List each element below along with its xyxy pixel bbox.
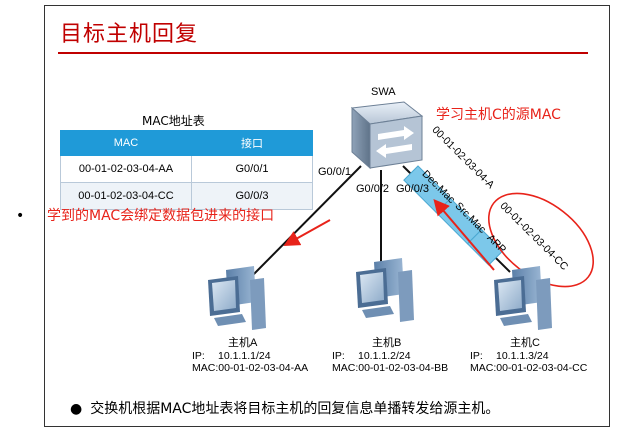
switch-icon — [350, 101, 424, 170]
footer-bullet: ● — [70, 401, 83, 417]
table-cell-mac: 00-01-02-03-04-CC — [60, 182, 192, 210]
footer-text: 交换机根据MAC地址表将目标主机的回复信息单播转发给源主机。 — [90, 401, 500, 417]
footer-note: ● 交换机根据MAC地址表将目标主机的回复信息单播转发给源主机。 — [70, 398, 499, 418]
table-row: 00-01-02-03-04-CC G0/0/3 — [60, 182, 313, 210]
port-column-header: 接口 — [191, 130, 313, 156]
slide-frame — [44, 5, 610, 427]
host-a-name: 主机A — [228, 337, 258, 349]
host-c-ip: 10.1.1.3/24 — [496, 350, 549, 362]
port-label-g001: G0/0/1 — [318, 166, 352, 178]
side-bullet: • — [16, 208, 25, 224]
host-a-icon — [208, 266, 266, 330]
host-a-info: IP: 10.1.1.1/24 MAC:00-01-02-03-04-AA — [192, 350, 308, 374]
title-divider — [58, 52, 588, 54]
mac-address-table: MAC 接口 00-01-02-03-04-AA G0/0/1 00-01-02… — [60, 130, 313, 210]
host-a-mac-label: MAC: — [192, 362, 219, 374]
table-cell-mac: 00-01-02-03-04-AA — [60, 155, 192, 183]
link-to-host-a — [247, 165, 362, 281]
port-label-g003: G0/0/3 — [396, 183, 430, 195]
host-c-mac: 00-01-02-03-04-CC — [496, 362, 588, 374]
host-a-ip: 10.1.1.1/24 — [218, 350, 271, 362]
highlight-ellipse — [487, 192, 595, 288]
arrow-to-host-a — [283, 219, 331, 246]
host-b-ip-label: IP: — [332, 350, 345, 362]
host-c-info: IP: 10.1.1.3/24 MAC:00-01-02-03-04-CC — [470, 350, 587, 374]
host-b-name: 主机B — [372, 337, 402, 349]
note-bind-port: 学到的MAC会绑定数据包进来的接口 — [47, 208, 275, 224]
port-label-g002: G0/0/2 — [356, 183, 390, 195]
host-b-icon — [356, 258, 414, 322]
host-a-ip-label: IP: — [192, 350, 205, 362]
arrow-from-host-c — [433, 198, 495, 271]
table-cell-port: G0/0/3 — [191, 182, 313, 210]
host-b-mac: 00-01-02-03-04-BB — [358, 362, 449, 374]
host-c-mac-label: MAC: — [470, 362, 497, 374]
slide-title: 目标主机回复 — [60, 22, 199, 47]
switch-label: SWA — [371, 86, 396, 98]
host-a-mac: 00-01-02-03-04-AA — [218, 362, 309, 374]
mac-table-caption: MAC地址表 — [142, 114, 205, 128]
host-b-info: IP: 10.1.1.2/24 MAC:00-01-02-03-04-BB — [332, 350, 448, 374]
note-learn-source: 学习主机C的源MAC — [436, 107, 561, 123]
table-row: 00-01-02-03-04-AA G0/0/1 — [60, 155, 313, 183]
host-c-name: 主机C — [510, 337, 540, 349]
host-b-ip: 10.1.1.2/24 — [358, 350, 411, 362]
host-c-ip-label: IP: — [470, 350, 483, 362]
table-cell-port: G0/0/1 — [191, 155, 313, 183]
host-c-icon — [494, 266, 552, 330]
host-b-mac-label: MAC: — [332, 362, 359, 374]
